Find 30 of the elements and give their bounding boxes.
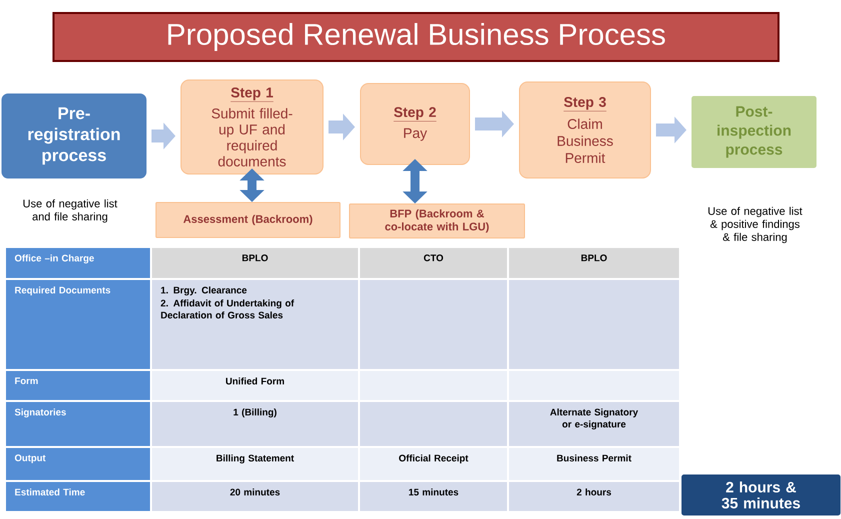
- step-box: Step 1 Submit filled-up UF and required documents: [180, 80, 324, 174]
- table-cell: Official Receipt: [360, 448, 507, 480]
- column-header-cell: BPLO: [152, 248, 358, 278]
- row-header-cell: Output: [6, 448, 150, 480]
- table-cell: 1. Brgy. Clearance 2. Affidavit of Undertaking of Declaration of Gross Sales: [152, 280, 358, 369]
- note-text: Use of negative list & positive findings & file sharing: [708, 206, 802, 244]
- table-cell: 15 minutes: [360, 482, 507, 511]
- table-cell: 2 hours: [509, 482, 679, 511]
- step-box: Step 2 Pay: [360, 83, 470, 165]
- table-cell: 1 (Billing): [152, 402, 358, 446]
- backroom-box: Assessment (Backroom): [156, 202, 340, 238]
- table-cell: Business Permit: [509, 448, 679, 480]
- table-cell: 20 minutes: [152, 482, 358, 511]
- title-banner: Proposed Renewal Business Process: [52, 12, 780, 62]
- note-text: Use of negative list and file sharing: [23, 199, 118, 223]
- table-cell: Unified Form: [152, 371, 358, 400]
- row-header-cell: Office –in Charge: [6, 248, 150, 278]
- table-cell: Alternate Signatory or e-signature: [509, 402, 679, 446]
- backroom-box: BFP (Backroom & co-locate with LGU): [349, 204, 525, 238]
- row-header-cell: Signatories: [6, 402, 150, 446]
- row-header-cell: Estimated Time: [6, 482, 150, 511]
- row-header-cell: Form: [6, 371, 150, 400]
- row-header-cell: Required Documents: [6, 280, 150, 369]
- column-header-cell: CTO: [360, 248, 507, 278]
- process-box: Post-inspection process: [692, 96, 816, 168]
- column-header-cell: BPLO: [509, 248, 679, 278]
- process-box: Pre-registration process: [2, 94, 146, 178]
- table-cell: Billing Statement: [152, 448, 358, 480]
- total-time-box: 2 hours & 35 minutes: [682, 474, 840, 516]
- step-box: Step 3 Claim Business Permit: [519, 82, 651, 178]
